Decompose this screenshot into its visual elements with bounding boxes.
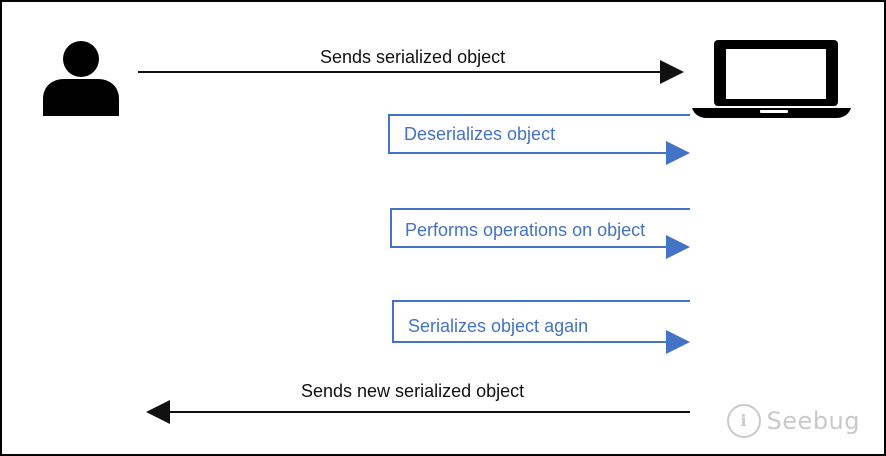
serialize-again-step-arrow [392,300,690,354]
performs-operations-label: Performs operations on object [405,220,646,240]
seebug-watermark: ℹ Seebug [726,404,860,438]
serializes-object-again-label: Serializes object again [408,316,589,336]
user-icon [43,41,119,116]
perform-operations-step-arrow [390,208,690,259]
deserializes-object-label: Deserializes object [404,124,556,144]
deserialize-step-arrow [388,114,690,165]
sends-serialized-object-label: Sends serialized object [320,47,506,67]
sends-new-serialized-object-label: Sends new serialized object [301,381,525,401]
seebug-watermark-text: Seebug [766,407,860,435]
laptop-icon [692,40,851,118]
seebug-logo-icon: ℹ [726,404,761,438]
